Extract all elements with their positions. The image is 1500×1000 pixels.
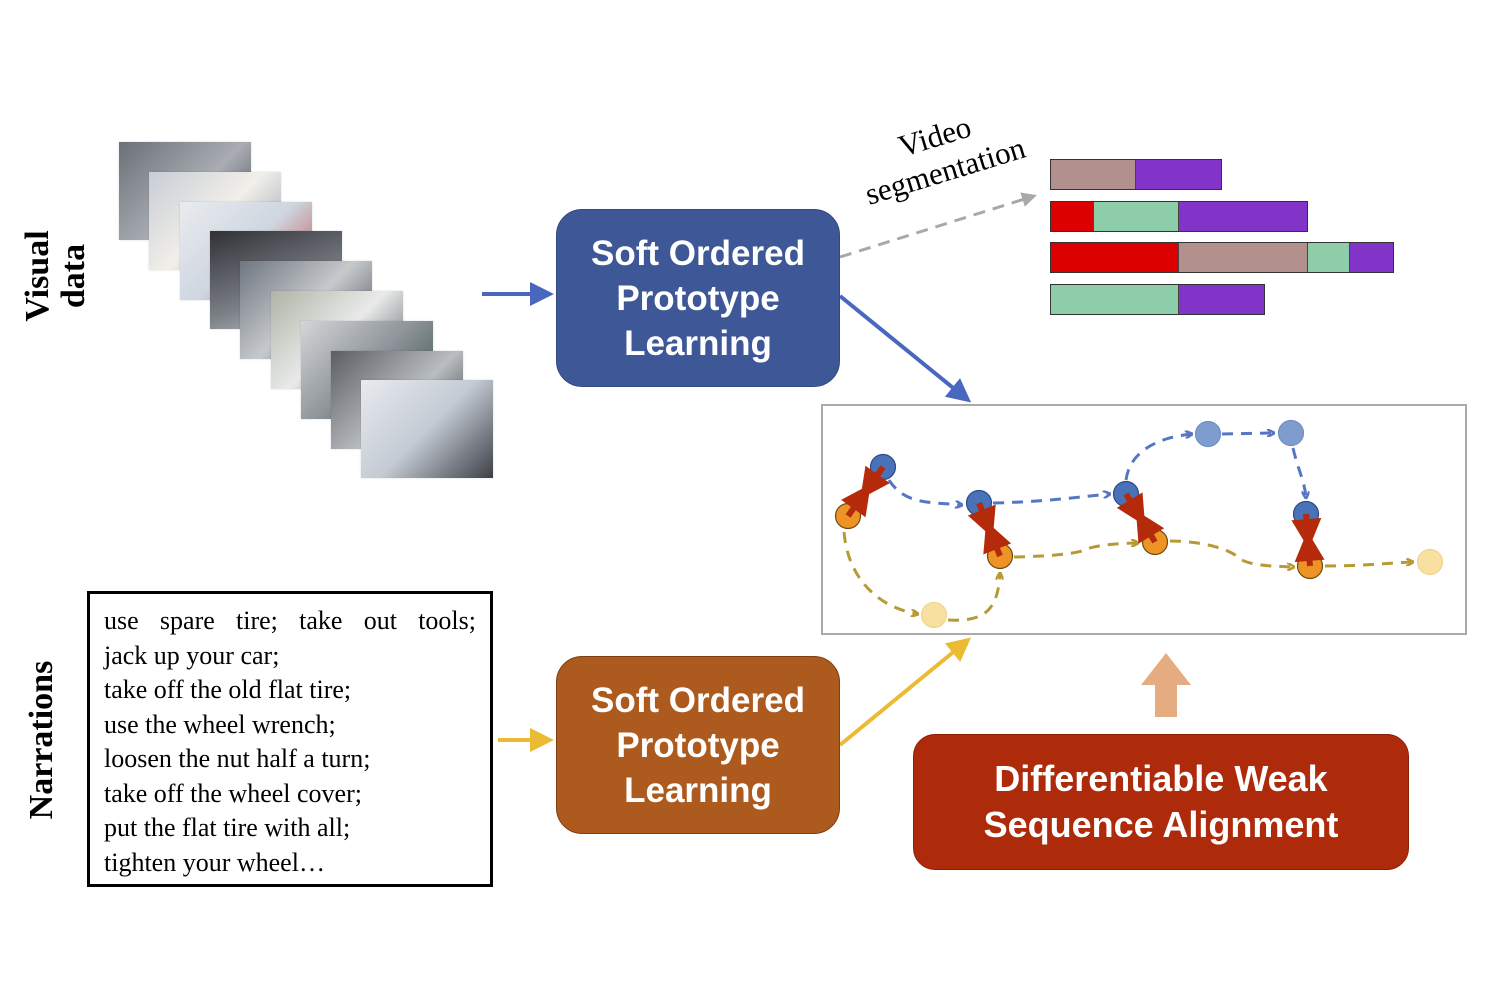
segmentation-arrow bbox=[839, 192, 1037, 259]
visual-path-edge bbox=[992, 494, 1110, 505]
alignment-arrow bbox=[1135, 510, 1165, 544]
segment-mint bbox=[1307, 243, 1351, 272]
narration-line: take off the wheel cover; bbox=[104, 778, 362, 808]
text-prototype-node bbox=[920, 601, 948, 629]
visual-prototype-node bbox=[1277, 419, 1305, 447]
block-line: Learning bbox=[624, 770, 772, 810]
segment-taupe bbox=[1179, 243, 1308, 272]
alignment-arrow bbox=[1291, 513, 1322, 549]
block-line: Soft Ordered bbox=[591, 680, 805, 720]
block-line: Learning bbox=[624, 323, 772, 363]
narration-line: use the wheel wrench; bbox=[104, 709, 336, 739]
text-prototype-node bbox=[1416, 548, 1444, 576]
text-path-edge bbox=[842, 531, 918, 614]
visual-prototype-node bbox=[1194, 420, 1222, 448]
segmentation-row bbox=[1050, 242, 1394, 273]
narration-line: take off the old flat tire; bbox=[104, 675, 352, 704]
visual-path-edge bbox=[1221, 433, 1274, 434]
segmentation-row bbox=[1050, 200, 1308, 232]
segment-red bbox=[1051, 201, 1094, 231]
text-to-alignment-arrow bbox=[838, 637, 972, 747]
alignment-arrow bbox=[983, 521, 1012, 558]
segment-purple bbox=[1136, 160, 1221, 189]
block-line: Sequence Alignment bbox=[983, 804, 1339, 845]
narration-line: loosen the nut half a turn; bbox=[104, 744, 371, 773]
up-arrow-icon bbox=[1141, 653, 1191, 717]
segmentation-row bbox=[1050, 159, 1222, 190]
visual-prototype-learning-block: Soft Ordered Prototype Learning bbox=[556, 209, 840, 387]
segment-purple bbox=[1350, 243, 1393, 272]
visual-to-alignment-arrow bbox=[838, 294, 972, 403]
block-line: Prototype bbox=[616, 725, 780, 765]
block-line: Differentiable Weak bbox=[994, 758, 1328, 799]
segment-taupe bbox=[1051, 160, 1136, 189]
alignment-arrow bbox=[1294, 531, 1325, 567]
narration-line: use spare tire; take out tools; bbox=[104, 606, 476, 635]
text-path-edge bbox=[1324, 562, 1413, 568]
narration-line: put the flat tire with all; bbox=[104, 813, 351, 842]
block-line: Prototype bbox=[616, 278, 780, 318]
text-prototype-learning-block: Soft Ordered Prototype Learning bbox=[556, 656, 840, 834]
visual-path-edge bbox=[887, 479, 962, 505]
segmentation-row bbox=[1050, 283, 1265, 315]
visual-path-edge bbox=[1124, 434, 1192, 481]
segment-purple bbox=[1178, 284, 1264, 314]
video-frame-thumbnail bbox=[361, 380, 494, 479]
text-path-edge bbox=[1013, 543, 1138, 559]
alignment-arrow bbox=[841, 484, 871, 518]
text-path-edge bbox=[1169, 539, 1294, 567]
segment-purple bbox=[1179, 201, 1307, 231]
text-path-edge bbox=[947, 573, 1000, 622]
narration-line: jack up your car; bbox=[104, 640, 280, 670]
weak-sequence-alignment-block: Differentiable Weak Sequence Alignment bbox=[913, 734, 1409, 870]
segment-mint bbox=[1051, 284, 1179, 314]
narration-box: use spare tire; take out tools; jack up … bbox=[87, 591, 493, 887]
narration-line: tighten your wheel… bbox=[104, 847, 325, 877]
segment-mint bbox=[1093, 201, 1179, 231]
visual-path-edge bbox=[1291, 447, 1306, 498]
block-line: Soft Ordered bbox=[591, 233, 805, 273]
segment-red bbox=[1051, 243, 1180, 272]
